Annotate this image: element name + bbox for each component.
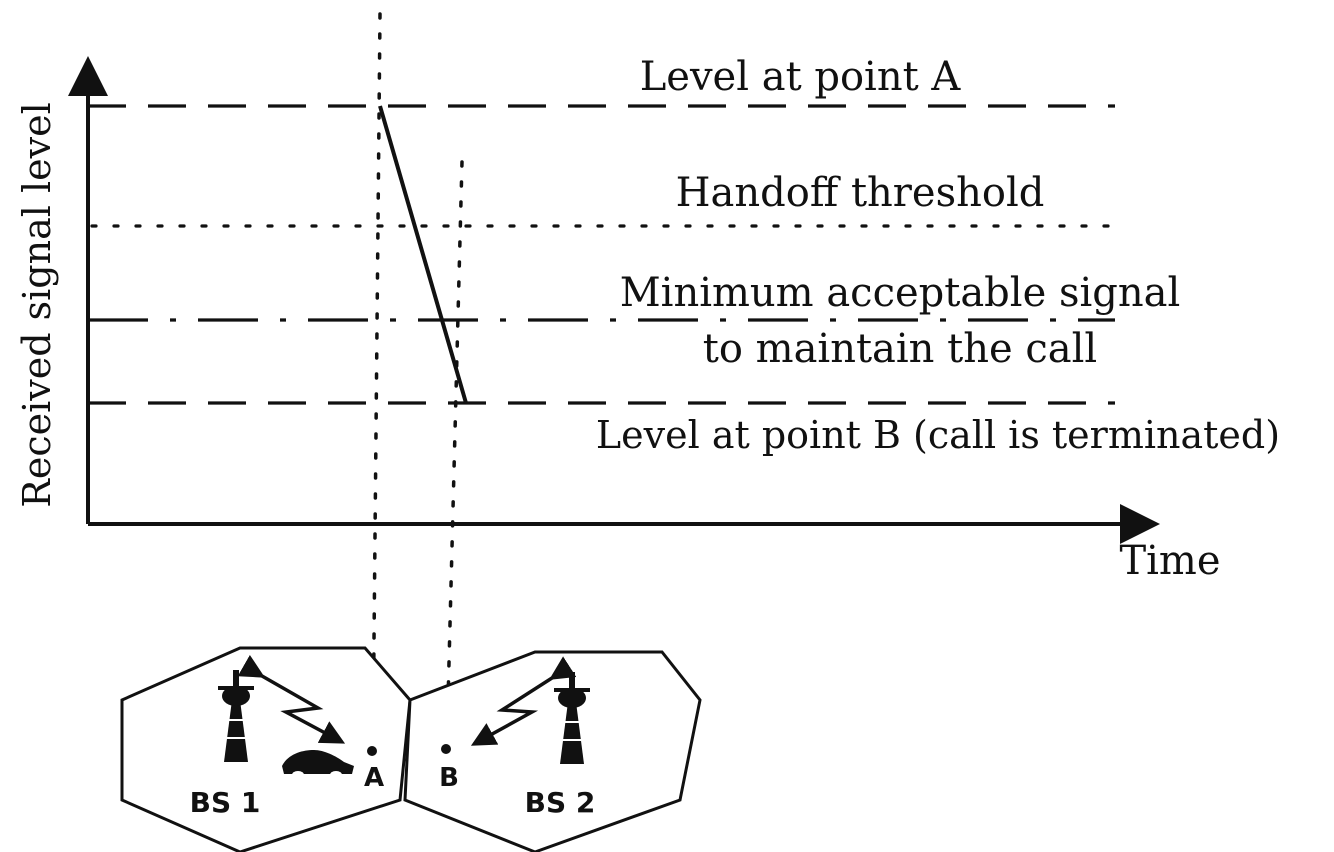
- point-a-marker: [367, 746, 377, 756]
- x-axis-label: Time: [1119, 538, 1220, 584]
- point-a-vertical-line: [371, 12, 382, 747]
- minimum-signal-label-line1: Minimum acceptable signal: [620, 270, 1181, 316]
- point-b-label: B: [439, 763, 459, 793]
- bs2-label: BS 2: [525, 786, 596, 819]
- handoff-threshold-label: Handoff threshold: [676, 170, 1045, 216]
- point-b-marker: [441, 744, 451, 754]
- point-b-vertical-line: [445, 160, 464, 742]
- signal-decline-line: [378, 105, 468, 404]
- minimum-signal-label-line2: to maintain the call: [703, 326, 1097, 372]
- level-b-label: Level at point B (call is terminated): [596, 413, 1280, 457]
- bs1-label: BS 1: [190, 786, 261, 819]
- lightning-arrow-icon: [470, 656, 577, 746]
- lightning-arrow-icon: [237, 654, 346, 744]
- point-a-label: A: [364, 763, 384, 793]
- y-axis-label: Received signal level: [15, 102, 59, 507]
- car-icon: [282, 750, 354, 779]
- level-a-label: Level at point A: [640, 54, 962, 100]
